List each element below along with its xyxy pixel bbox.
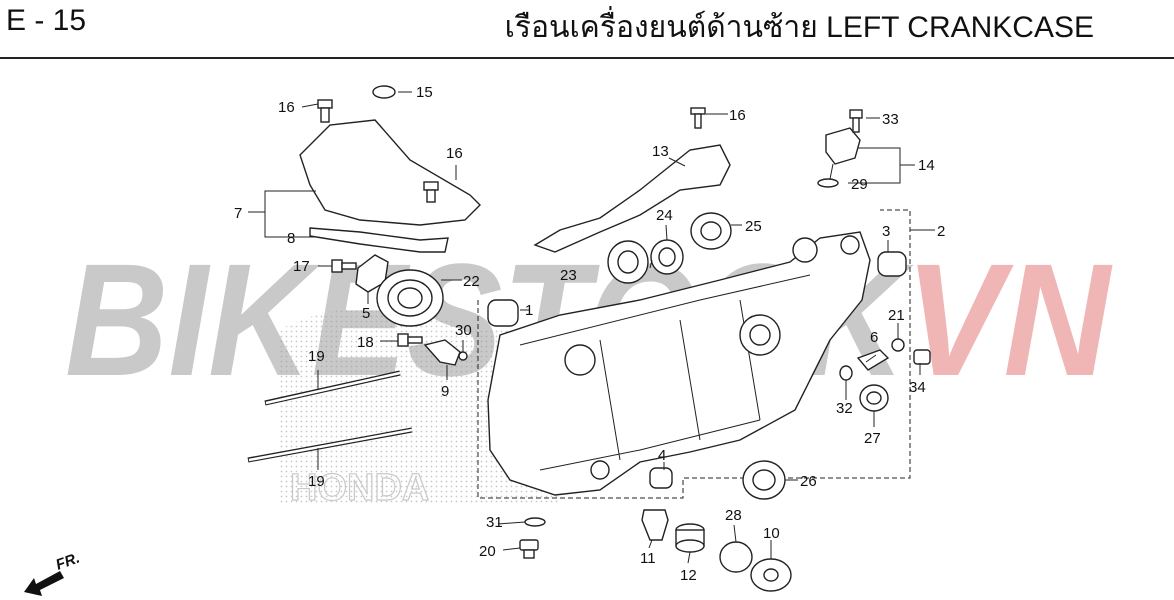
part-27-seal: [859, 384, 889, 412]
part-8-gasket: [309, 227, 449, 253]
part-26-seal: [742, 460, 786, 500]
front-direction-arrow: FR.: [24, 550, 82, 596]
part-9-clamp: [423, 339, 461, 366]
part-13-guide: [533, 144, 731, 253]
part-28-oring: [719, 541, 753, 573]
callout-31: 31: [486, 514, 503, 531]
part-25-bearing: [690, 212, 732, 250]
part-15-grommet: [372, 85, 396, 99]
callout-34: 34: [909, 379, 926, 396]
callout-21: 21: [888, 307, 905, 324]
callout-23: 23: [560, 267, 577, 284]
part-24-bearing: [650, 239, 684, 275]
part-16-bolt-top-right: [690, 107, 706, 129]
callout-labels: 1 2 3 4 5 6 7 8 9 10 11 12 13 14 15 16 1…: [234, 84, 945, 584]
callout-16-b: 16: [446, 145, 463, 162]
callout-27: 27: [864, 430, 881, 447]
callout-18: 18: [357, 334, 374, 351]
part-3-dowel: [877, 251, 907, 277]
callout-8: 8: [287, 230, 295, 247]
callout-22: 22: [463, 273, 480, 290]
left-crankcase: [487, 231, 871, 496]
callout-16-a: 16: [278, 99, 295, 116]
callout-25: 25: [745, 218, 762, 235]
callout-3: 3: [882, 223, 890, 240]
callout-4: 4: [658, 447, 666, 464]
callout-2: 2: [937, 223, 945, 240]
callout-20: 20: [479, 543, 496, 560]
callout-30: 30: [455, 322, 472, 339]
callout-9: 9: [441, 383, 449, 400]
part-11-cap: [641, 509, 669, 541]
part-10-plug: [750, 558, 792, 592]
header-divider: [0, 57, 1174, 59]
callout-26: 26: [800, 473, 817, 490]
part-1-dowel: [487, 299, 519, 327]
callout-1: 1: [525, 302, 533, 319]
part-34-plug: [913, 349, 931, 365]
part-19-stud-upper: [264, 370, 401, 406]
callout-24: 24: [656, 207, 673, 224]
part-4-dowel: [649, 467, 673, 489]
callout-12: 12: [680, 567, 697, 584]
part-33-bolt: [849, 109, 863, 133]
part-20-bolt: [519, 539, 539, 559]
callout-32: 32: [836, 400, 853, 417]
part-22-bearing: [376, 269, 444, 327]
part-19-stud-lower: [247, 427, 413, 463]
callout-16-c: 16: [729, 107, 746, 124]
part-31-washer: [524, 517, 546, 527]
page-code: E - 15: [6, 4, 87, 37]
callout-13: 13: [652, 143, 669, 160]
callout-6: 6: [870, 329, 878, 346]
part-7-cover: [299, 119, 481, 226]
part-12-filter: [675, 523, 705, 553]
part-21-washer: [891, 338, 905, 352]
callout-5: 5: [362, 305, 370, 322]
callout-19-a: 19: [308, 348, 325, 365]
part-6-fitting: [856, 349, 890, 371]
callout-19-b: 19: [308, 473, 325, 490]
callout-15: 15: [416, 84, 433, 101]
callout-11: 11: [640, 550, 656, 567]
callout-33: 33: [882, 111, 899, 128]
part-14-sensor: [825, 127, 861, 165]
callout-7: 7: [234, 205, 242, 222]
part-30-washer: [458, 351, 468, 361]
leader-lines: [248, 91, 935, 564]
part-32-oring: [839, 365, 853, 381]
callout-29: 29: [851, 176, 868, 193]
callout-10: 10: [763, 525, 780, 542]
part-23-bearing: [607, 240, 649, 284]
front-label: FR.: [54, 550, 83, 574]
part-16-bolt-mid: [423, 181, 439, 203]
page-title: เรือนเครื่องยนต์ด้านซ้าย LEFT CRANKCASE: [504, 11, 1094, 44]
part-16-bolt-top-left: [317, 99, 333, 123]
callout-17: 17: [293, 258, 310, 275]
dotted-logo-area: [280, 307, 560, 505]
part-18-bolt: [397, 333, 423, 347]
hidden-logo-text: HONDA: [290, 467, 429, 509]
watermark-text-red: VN: [905, 230, 1113, 409]
callout-28: 28: [725, 507, 742, 524]
callout-14: 14: [918, 157, 935, 174]
part-29-oring: [817, 178, 839, 188]
